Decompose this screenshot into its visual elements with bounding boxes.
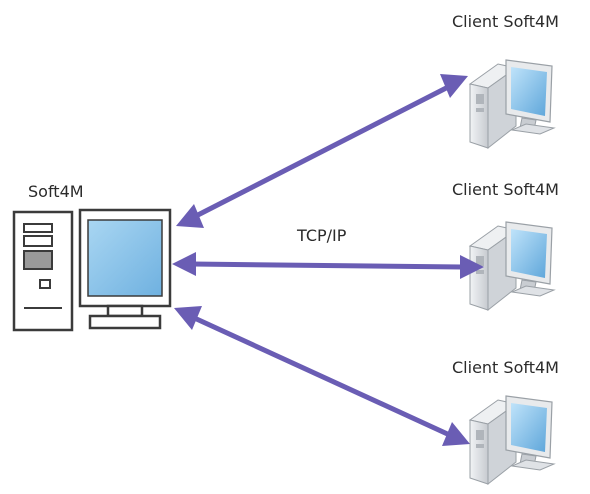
client-label: Client Soft4M bbox=[452, 12, 559, 31]
client-computer-icon bbox=[468, 395, 556, 486]
connection-arrow-2 bbox=[172, 252, 484, 279]
client-computer-icon bbox=[468, 221, 556, 312]
client-label: Client Soft4M bbox=[452, 180, 559, 199]
server-computer-icon bbox=[12, 208, 172, 332]
connection-arrow-3 bbox=[174, 306, 470, 446]
client-label: Client Soft4M bbox=[452, 358, 559, 377]
connection-arrow-1 bbox=[176, 74, 468, 228]
protocol-label: TCP/IP bbox=[297, 226, 347, 245]
client-computer-icon bbox=[468, 59, 556, 150]
server-label: Soft4M bbox=[28, 182, 84, 201]
